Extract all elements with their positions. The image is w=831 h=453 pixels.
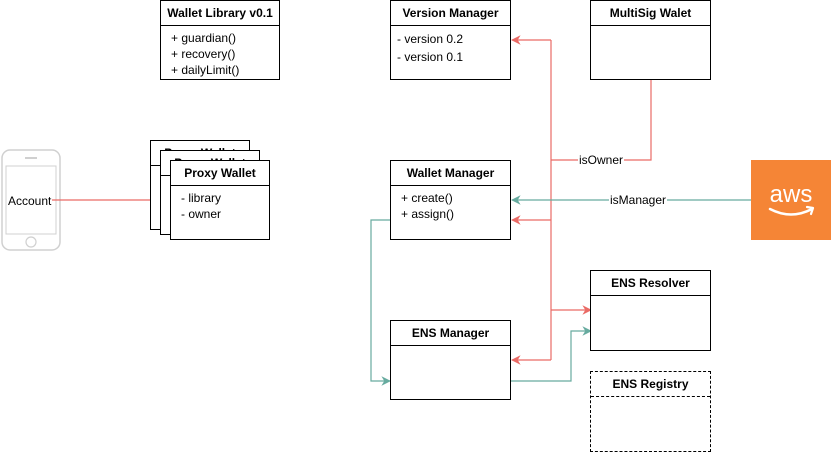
ens-resolver-box: ENS Resolver (590, 270, 711, 351)
ens-manager-box: ENS Manager (390, 320, 511, 400)
aws-logo-text: aws (770, 181, 813, 208)
edge-ensmanager-resolver (511, 326, 592, 382)
proxy-wallet-title: Proxy Wallet (171, 161, 269, 186)
account-label: Account (8, 194, 52, 208)
ens-resolver-title: ENS Resolver (591, 271, 710, 296)
ens-registry-box: ENS Registry (590, 371, 711, 452)
wallet-library-method: + recovery() (171, 47, 236, 61)
is-manager-label: isManager (609, 193, 668, 207)
wallet-library-method: + guardian() (171, 31, 237, 45)
version-manager-title: Version Manager (391, 1, 510, 26)
version-manager-box: Version Manager - version 0.2 - version … (390, 0, 511, 80)
aws-logo-icon: aws (768, 181, 815, 216)
version-item: - version 0.2 (397, 32, 464, 46)
phone-icon (1, 149, 61, 251)
wallet-manager-method: + assign() (401, 207, 455, 221)
ens-registry-title: ENS Registry (591, 372, 710, 397)
multisig-wallet-box: MultiSig Walet (590, 0, 711, 80)
edge-isowner-source (551, 80, 652, 161)
wallet-manager-title: Wallet Manager (391, 161, 510, 186)
wallet-manager-method: + create() (401, 191, 453, 205)
wallet-library-title: Wallet Library v0.1 (161, 1, 279, 26)
proxy-wallet-field: - library (181, 191, 222, 205)
proxy-wallet-field: - owner (181, 207, 222, 221)
is-owner-label: isOwner (578, 153, 625, 167)
wallet-library-method: + dailyLimit() (171, 63, 240, 77)
wallet-library-box: Wallet Library v0.1 + guardian() + recov… (160, 0, 280, 80)
ens-manager-title: ENS Manager (391, 321, 510, 346)
proxy-wallet-box: Proxy Wallet - library - owner (170, 160, 270, 240)
aws-logo: aws (751, 160, 831, 240)
multisig-wallet-title: MultiSig Walet (591, 1, 710, 26)
wallet-manager-box: Wallet Manager + create() + assign() (390, 160, 511, 240)
version-item: - version 0.1 (397, 50, 464, 64)
edge-wallet-ensmanager (370, 219, 391, 386)
